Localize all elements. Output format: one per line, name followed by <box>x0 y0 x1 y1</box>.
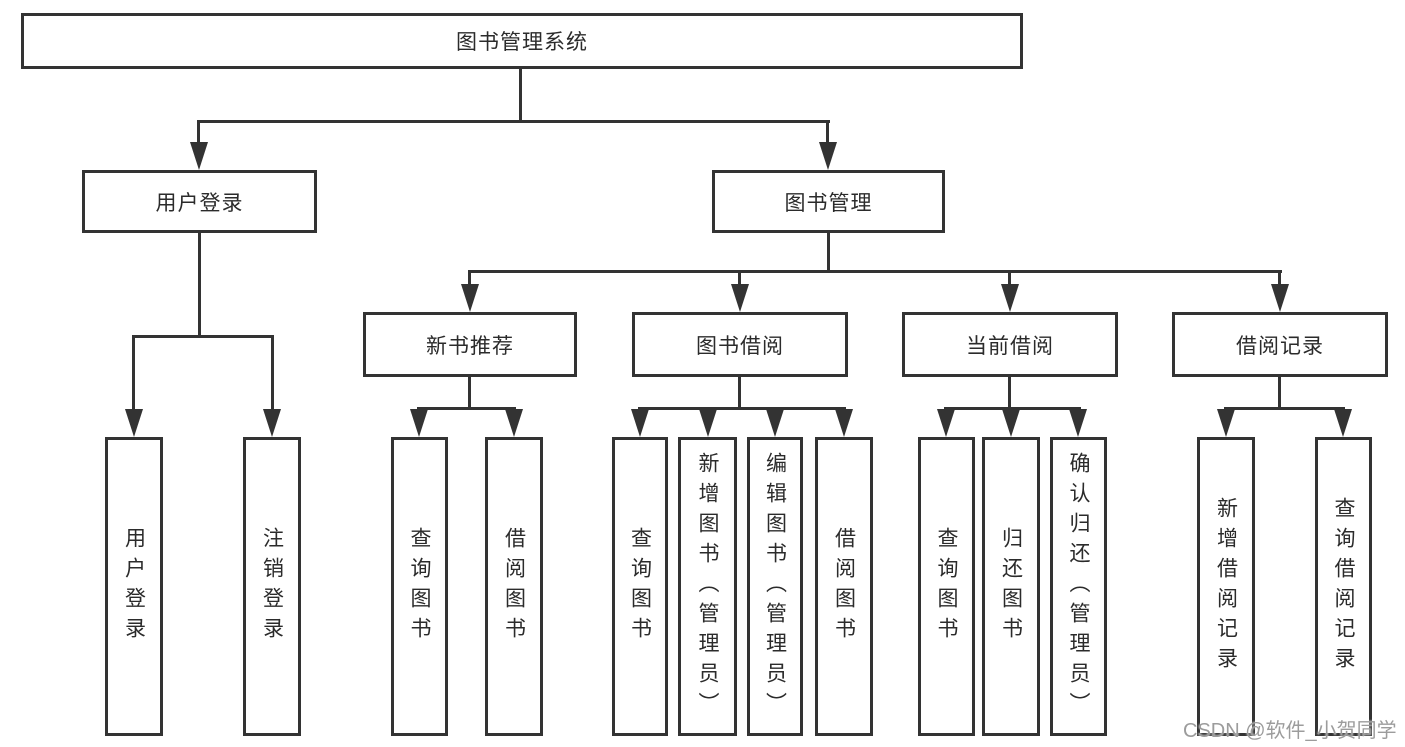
leaf-user-login-label: 用户登录 <box>122 526 146 647</box>
leaf-query-borrow-record: 查询借阅记录 <box>1315 437 1372 736</box>
csdn-watermark: CSDN @软件_小贺同学 <box>1183 720 1397 742</box>
leaf-confirm-return-admin-label: 确认归还（管理员） <box>1067 451 1090 722</box>
arrow-down-icon <box>1001 284 1019 312</box>
leaf-edit-books-admin-label: 编辑图书（管理员） <box>763 451 787 722</box>
node-book-management-label: 图书管理 <box>784 191 873 215</box>
connector-stem <box>271 335 274 413</box>
node-current-borrow: 当前借阅 <box>902 312 1118 377</box>
arrow-down-icon <box>1002 409 1020 437</box>
leaf-query-books-current: 查询图书 <box>918 437 975 736</box>
leaf-add-books-admin-label: 新增图书（管理员） <box>696 451 719 722</box>
arrow-down-icon <box>819 142 837 170</box>
arrow-down-icon <box>1334 409 1352 437</box>
connector-root-split <box>197 120 830 123</box>
connector-split <box>417 407 516 410</box>
arrow-down-icon <box>835 409 853 437</box>
connector-split <box>132 335 274 338</box>
arrow-down-icon <box>937 409 955 437</box>
arrow-down-icon <box>410 409 428 437</box>
leaf-edit-books-admin: 编辑图书（管理员） <box>747 437 803 736</box>
leaf-query-books-borrow-label: 查询图书 <box>628 526 652 647</box>
node-new-book-recommend-label: 新书推荐 <box>426 334 514 358</box>
node-new-book-recommend: 新书推荐 <box>363 312 577 377</box>
connector-stem <box>1278 270 1281 288</box>
node-user-login-label: 用户登录 <box>155 191 244 215</box>
connector-drop <box>468 377 471 410</box>
connector-drop <box>198 233 201 338</box>
connector-split <box>468 270 1282 273</box>
connector-stem <box>468 270 471 288</box>
arrow-down-icon <box>125 409 143 437</box>
connector-drop <box>827 233 830 273</box>
arrow-down-icon <box>461 284 479 312</box>
arrow-down-icon <box>766 409 784 437</box>
arrow-down-icon <box>190 142 208 170</box>
node-borrow-records: 借阅记录 <box>1172 312 1388 377</box>
connector-drop <box>1008 377 1011 410</box>
leaf-logout-label: 注销登录 <box>260 526 284 647</box>
leaf-logout: 注销登录 <box>243 437 301 736</box>
leaf-borrow-books-recommend-label: 借阅图书 <box>502 526 526 647</box>
arrow-down-icon <box>1271 284 1289 312</box>
node-root: 图书管理系统 <box>21 13 1023 69</box>
node-book-borrow-label: 图书借阅 <box>696 334 784 358</box>
leaf-query-books-current-label: 查询图书 <box>935 526 958 647</box>
arrow-down-icon <box>1217 409 1235 437</box>
leaf-return-books: 归还图书 <box>982 437 1040 736</box>
arrow-down-icon <box>699 409 717 437</box>
leaf-query-books-recommend: 查询图书 <box>391 437 448 736</box>
node-book-management: 图书管理 <box>712 170 945 233</box>
connector-drop <box>738 377 741 410</box>
connector-stem <box>132 335 135 413</box>
node-borrow-records-label: 借阅记录 <box>1236 334 1324 358</box>
node-current-borrow-label: 当前借阅 <box>966 334 1054 358</box>
arrow-down-icon <box>631 409 649 437</box>
leaf-query-books-recommend-label: 查询图书 <box>408 526 431 647</box>
node-book-borrow: 图书借阅 <box>632 312 848 377</box>
node-root-label: 图书管理系统 <box>456 31 588 54</box>
leaf-user-login: 用户登录 <box>105 437 163 736</box>
leaf-add-borrow-record: 新增借阅记录 <box>1197 437 1255 736</box>
leaf-query-borrow-record-label: 查询借阅记录 <box>1332 496 1355 677</box>
connector-stem <box>826 120 829 146</box>
leaf-borrow-books-recommend: 借阅图书 <box>485 437 543 736</box>
leaf-confirm-return-admin: 确认归还（管理员） <box>1050 437 1107 736</box>
arrow-down-icon <box>731 284 749 312</box>
connector-drop <box>1278 377 1281 410</box>
leaf-add-borrow-record-label: 新增借阅记录 <box>1214 496 1238 677</box>
connector-split <box>1224 407 1345 410</box>
leaf-add-books-admin: 新增图书（管理员） <box>678 437 737 736</box>
leaf-borrow-books: 借阅图书 <box>815 437 873 736</box>
connector-root-drop <box>519 69 522 123</box>
connector-stem <box>1008 270 1011 288</box>
connector-split <box>638 407 846 410</box>
arrow-down-icon <box>505 409 523 437</box>
leaf-query-books-borrow: 查询图书 <box>612 437 668 736</box>
arrow-down-icon <box>263 409 281 437</box>
connector-split <box>944 407 1081 410</box>
connector-stem <box>197 120 200 146</box>
leaf-return-books-label: 归还图书 <box>999 526 1023 647</box>
leaf-borrow-books-label: 借阅图书 <box>832 526 856 647</box>
node-user-login: 用户登录 <box>82 170 317 233</box>
arrow-down-icon <box>1069 409 1087 437</box>
connector-stem <box>738 270 741 288</box>
